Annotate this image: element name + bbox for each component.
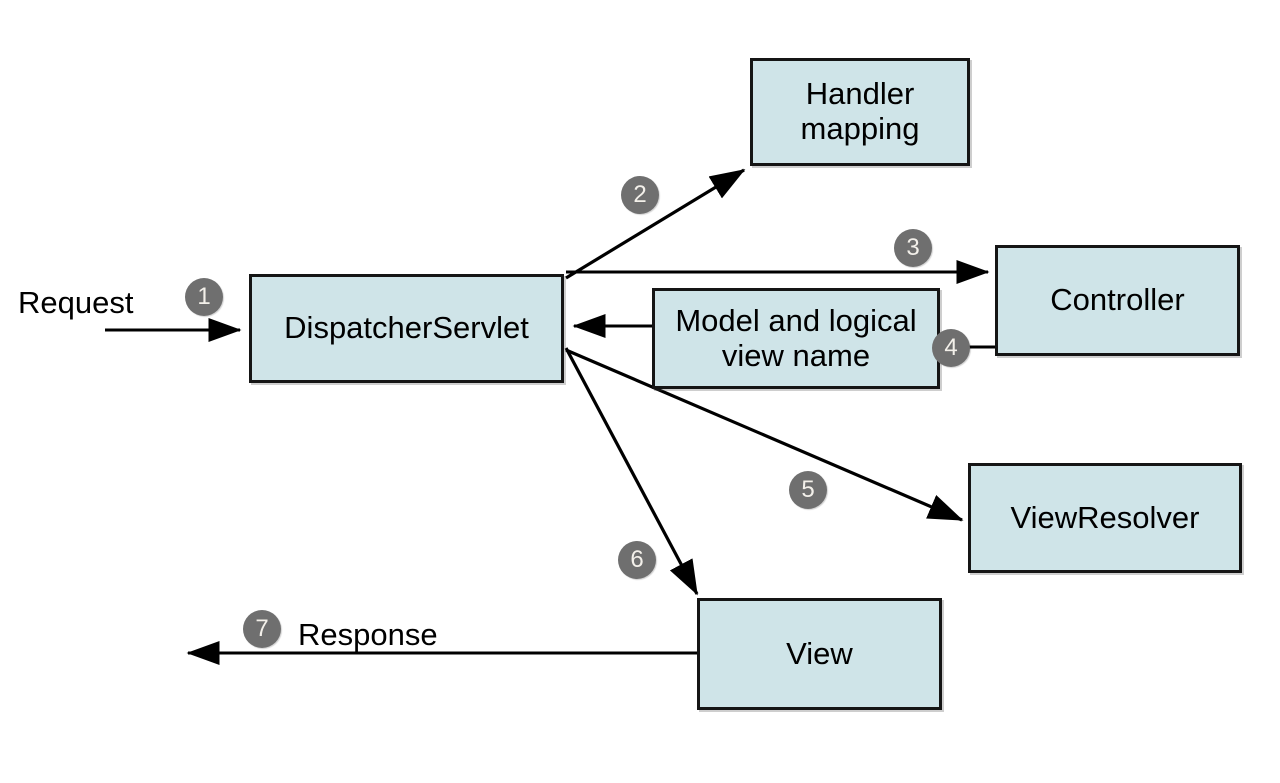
- response-label: Response: [298, 617, 438, 652]
- step-badge-7: 7: [243, 610, 281, 648]
- node-dispatcher-servlet[interactable]: DispatcherServlet: [249, 274, 564, 383]
- node-view-resolver[interactable]: ViewResolver: [968, 463, 1242, 573]
- step-badge-4: 4: [932, 329, 970, 367]
- node-view-label: View: [786, 635, 853, 671]
- node-dispatcher-servlet-label: DispatcherServlet: [284, 310, 529, 346]
- step-badge-6: 6: [618, 541, 656, 579]
- node-model-and-view-name-label: Model and logical view name: [675, 302, 917, 373]
- step-badge-5: 5: [789, 471, 827, 509]
- node-view[interactable]: View: [697, 598, 942, 710]
- node-view-resolver-label: ViewResolver: [1010, 499, 1200, 535]
- node-handler-mapping-label: Handler mapping: [800, 76, 920, 146]
- node-controller[interactable]: Controller: [995, 245, 1240, 356]
- node-handler-mapping[interactable]: Handler mapping: [750, 58, 970, 166]
- node-controller-label: Controller: [1050, 282, 1185, 318]
- step-badge-2: 2: [621, 176, 659, 214]
- step-badge-1: 1: [185, 278, 223, 316]
- request-label: Request: [18, 285, 134, 320]
- step-badge-3: 3: [894, 229, 932, 267]
- node-model-and-view-name[interactable]: Model and logical view name: [652, 288, 940, 389]
